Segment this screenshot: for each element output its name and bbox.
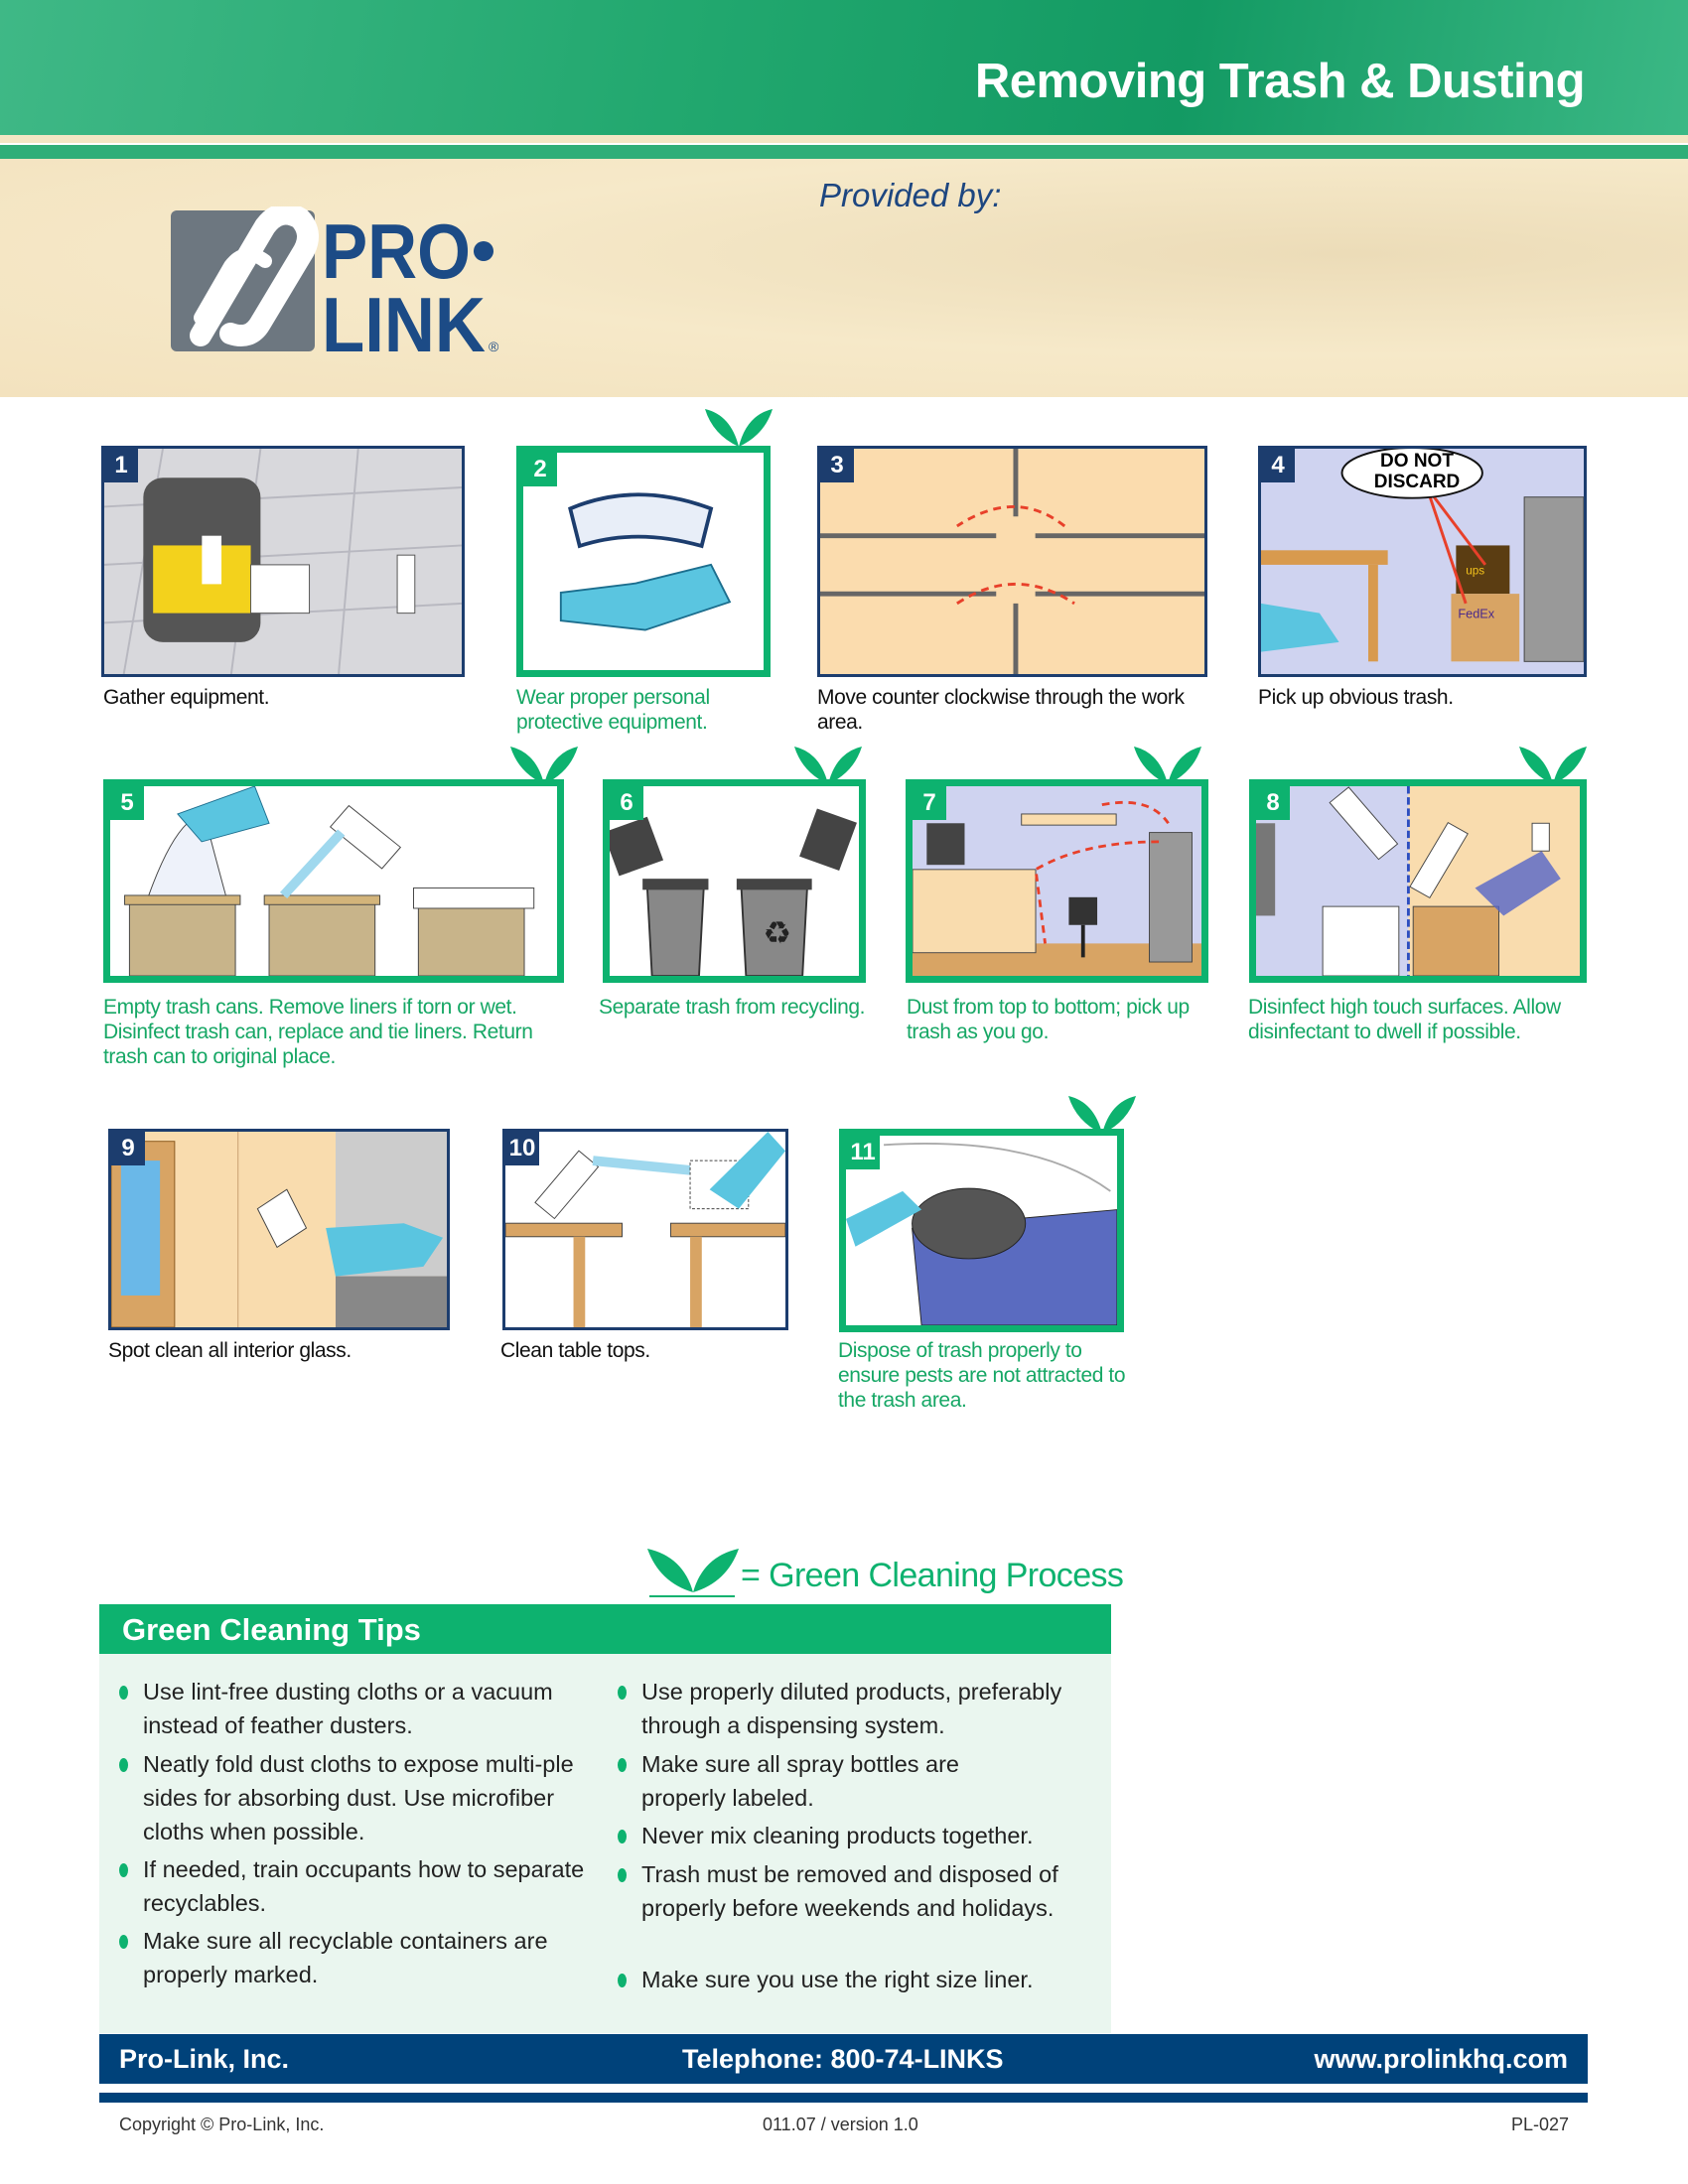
header-stripe — [0, 145, 1688, 159]
tips-heading: Green Cleaning Tips — [99, 1604, 1111, 1654]
footer-bar: Pro-Link, Inc. Telephone: 800-74-LINKS w… — [99, 2034, 1588, 2084]
step-number: 4 — [1261, 449, 1295, 482]
step-number: 10 — [505, 1132, 539, 1165]
company-name: Pro-Link, Inc. — [119, 2044, 290, 2074]
step-2-illustration: 2 — [516, 446, 771, 677]
prolink-logo: PRO LINK ® — [171, 203, 508, 368]
tip-item: If needed, train occupants how to separa… — [119, 1852, 596, 1920]
step-number: 11 — [846, 1136, 880, 1169]
copyright: Copyright © Pro-Link, Inc. — [119, 2115, 325, 2134]
step-11-caption: Dispose of trash properly to ensure pest… — [838, 1339, 1126, 1412]
svg-text:PRO: PRO — [322, 207, 471, 295]
step-5-illustration: 5 — [103, 779, 564, 983]
fedex-label: FedEx — [1458, 607, 1495, 621]
green-process-sprout-icon — [647, 1549, 739, 1597]
footer-rule — [99, 2093, 1588, 2103]
step-5-caption: Empty trash cans. Remove liners if torn … — [103, 996, 533, 1068]
step-3-illustration: 3 — [817, 446, 1207, 677]
tip-item: Neatly fold dust cloths to expose multi-… — [119, 1747, 596, 1848]
step-1-caption: Gather equipment. — [103, 686, 270, 709]
tip-item: Make sure you use the right size liner. — [618, 1963, 1094, 1996]
tip-item: Never mix cleaning products together. — [618, 1819, 1094, 1852]
step-1-illustration: 1 — [101, 446, 465, 677]
step-number: 1 — [104, 449, 138, 482]
step-10-illustration: 10 — [502, 1129, 788, 1330]
svg-text:LINK: LINK — [322, 281, 486, 357]
step-4-caption: Pick up obvious trash. — [1258, 686, 1454, 709]
step-7-caption: Dust from top to bottom; pick up trash a… — [907, 996, 1190, 1043]
page-title: Removing Trash & Dusting — [974, 55, 1586, 108]
green-process-sprout-icon — [794, 747, 862, 784]
step-4-illustration: 4 ups FedEx DO NOT DISCARD — [1258, 446, 1587, 677]
step-2-caption: Wear proper personal protective equipmen… — [516, 686, 710, 734]
tip-item: Make sure all recyclable containers are … — [119, 1924, 606, 1991]
tip-item: Make sure all spray bottles are properly… — [618, 1747, 1015, 1815]
legend-label: = Green Cleaning Process — [741, 1557, 1124, 1594]
svg-text:♻: ♻ — [763, 915, 791, 951]
step-number: 6 — [610, 786, 643, 820]
tip-item: Use lint-free dusting cloths or a vacuum… — [119, 1675, 606, 1742]
step-11-illustration: 11 — [839, 1129, 1124, 1332]
telephone: Telephone: 800-74-LINKS — [682, 2044, 1004, 2074]
green-process-sprout-icon — [1068, 1096, 1136, 1134]
header-stripe — [0, 135, 1688, 143]
ups-label: ups — [1466, 565, 1484, 578]
step-number: 8 — [1256, 786, 1290, 820]
website-link[interactable]: www.prolinkhq.com — [1314, 2044, 1568, 2074]
step-7-illustration: 7 — [906, 779, 1208, 983]
step-number: 7 — [913, 786, 946, 820]
green-process-legend: = Green Cleaning Process — [645, 1545, 1124, 1600]
provided-by-label: Provided by: — [819, 177, 1002, 213]
document-code: PL-027 — [1510, 2115, 1569, 2134]
tip-item: Trash must be removed and disposed of pr… — [618, 1857, 1084, 1925]
step-3-caption: Move counter clockwise through the work … — [817, 686, 1185, 734]
step-number: 3 — [820, 449, 854, 482]
tips-panel: Use lint-free dusting cloths or a vacuum… — [99, 1654, 1111, 2033]
version: 011.07 / version 1.0 — [763, 2115, 918, 2134]
step-number: 2 — [523, 453, 557, 486]
step-9-illustration: 9 — [108, 1129, 450, 1330]
step-number: 9 — [111, 1132, 145, 1165]
green-process-sprout-icon — [1519, 747, 1587, 784]
step-8-illustration: 8 — [1249, 779, 1587, 983]
step-6-illustration: 6 ♻ — [603, 779, 866, 983]
header-banner — [0, 0, 1688, 135]
do-not-discard-sign: DO NOT DISCARD — [1373, 451, 1461, 492]
step-10-caption: Clean table tops. — [500, 1339, 650, 1362]
green-process-sprout-icon — [510, 747, 578, 784]
tip-item: Use properly diluted products, preferabl… — [618, 1675, 1094, 1742]
step-9-caption: Spot clean all interior glass. — [108, 1339, 352, 1362]
step-8-caption: Disinfect high touch surfaces. Allow dis… — [1248, 996, 1561, 1043]
step-6-caption: Separate trash from recycling. — [599, 996, 866, 1019]
step-number: 5 — [110, 786, 144, 820]
green-process-sprout-icon — [705, 409, 773, 447]
green-process-sprout-icon — [1134, 747, 1201, 784]
svg-text:®: ® — [489, 339, 499, 354]
